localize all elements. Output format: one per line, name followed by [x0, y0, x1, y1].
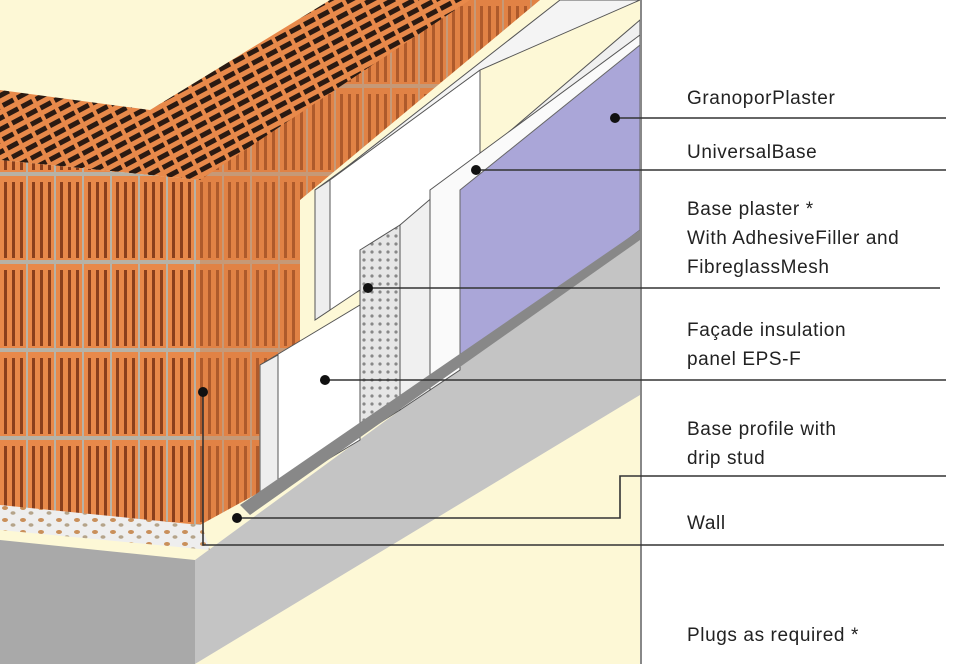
- label-base-plaster-line3: FibreglassMesh: [687, 257, 830, 278]
- label-plugs: Plugs as required *: [687, 625, 859, 646]
- brick-top: [0, 0, 530, 180]
- label-wall: Wall: [687, 513, 726, 534]
- label-granopor-plaster: GranoporPlaster: [687, 88, 836, 109]
- brick-wall-front: [0, 160, 200, 525]
- label-facade-line1: Façade insulation: [687, 320, 847, 341]
- leader-dots: [198, 113, 620, 523]
- foundation-front: [0, 540, 195, 664]
- label-universal-base: UniversalBase: [687, 142, 818, 163]
- leader-lines: [202, 117, 946, 546]
- label-profile-line1: Base profile with: [687, 419, 837, 440]
- label-base-plaster-line2: With AdhesiveFiller and: [687, 228, 900, 249]
- label-profile-line2: drip stud: [687, 448, 766, 469]
- gravel-bed: [0, 500, 210, 550]
- base-profile: [240, 230, 640, 515]
- foundation-side: [195, 235, 640, 664]
- label-facade-line2: panel EPS-F: [687, 349, 802, 370]
- label-base-plaster-line1: Base plaster *: [687, 199, 814, 220]
